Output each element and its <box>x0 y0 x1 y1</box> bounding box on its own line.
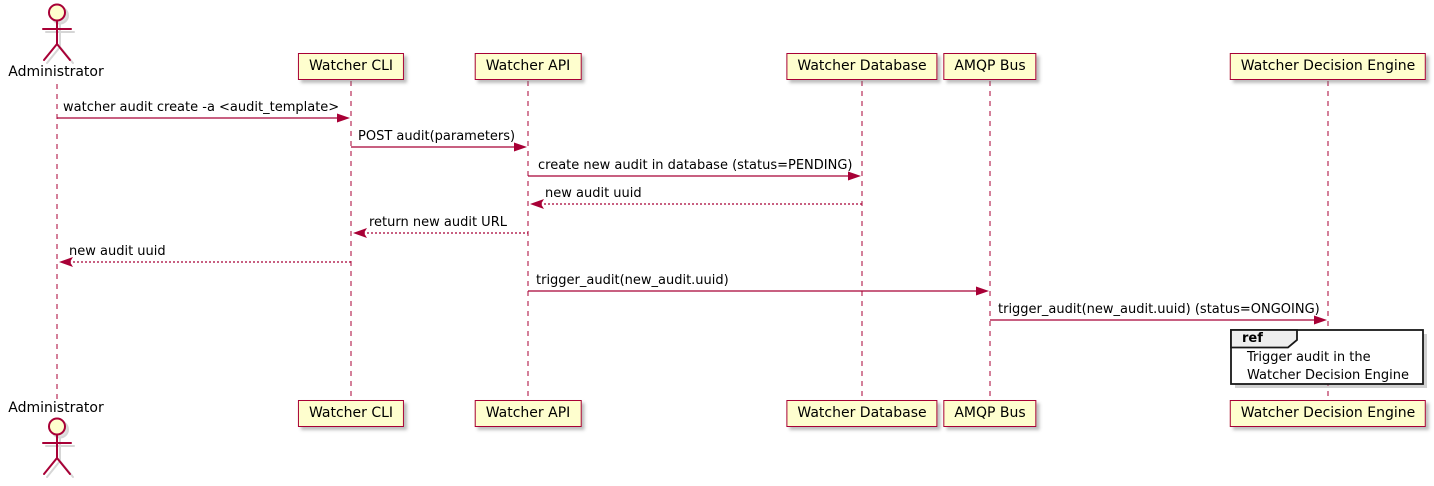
participant-watcher-api-top: Watcher API <box>474 53 582 80</box>
message-label-2: POST audit(parameters) <box>358 129 516 144</box>
message-arrow-3 <box>528 171 861 181</box>
message-arrow-1 <box>57 113 350 123</box>
message-arrow-5 <box>353 228 528 238</box>
message-label-4: new audit uuid <box>545 186 642 201</box>
message-label-6: new audit uuid <box>69 244 166 259</box>
lifelines <box>56 81 1329 400</box>
ref-box <box>1230 329 1427 388</box>
ref-tab <box>1230 329 1298 349</box>
message-arrow-6 <box>59 257 351 267</box>
participant-watcher-cli-bottom: Watcher CLI <box>297 400 405 427</box>
ref-keyword: ref <box>1242 331 1263 346</box>
message-label-3: create new audit in database (status=PEN… <box>538 158 853 173</box>
participant-amqp-bus-top: AMQP Bus <box>943 53 1037 80</box>
participant-administrator-bottom: Administrator <box>8 400 104 416</box>
message-arrow-2 <box>351 142 527 152</box>
message-label-5: return new audit URL <box>369 215 507 230</box>
participant-administrator-top: Administrator <box>8 64 104 80</box>
message-arrow-8 <box>990 315 1327 325</box>
message-label-1: watcher audit create -a <audit_template> <box>63 100 340 115</box>
participant-watcher-cli-top: Watcher CLI <box>297 53 405 80</box>
message-label-7: trigger_audit(new_audit.uuid) <box>536 273 729 288</box>
participant-watcher-api-bottom: Watcher API <box>474 400 582 427</box>
ref-line-2: Watcher Decision Engine <box>1247 368 1409 383</box>
participant-watcher-decision-engine-top: Watcher Decision Engine <box>1229 53 1427 80</box>
participant-watcher-database-bottom: Watcher Database <box>786 400 938 427</box>
actor-icon-administrator-top <box>42 3 75 64</box>
participant-amqp-bus-bottom: AMQP Bus <box>943 400 1037 427</box>
message-label-8: trigger_audit(new_audit.uuid) (status=ON… <box>998 302 1320 317</box>
actor-icon-administrator-bottom <box>42 417 75 478</box>
participant-watcher-decision-engine-bottom: Watcher Decision Engine <box>1229 400 1427 427</box>
message-arrow-7 <box>528 286 989 296</box>
ref-line-1: Trigger audit in the <box>1247 350 1371 365</box>
message-arrow-4 <box>530 199 862 209</box>
participant-watcher-database-top: Watcher Database <box>786 53 938 80</box>
